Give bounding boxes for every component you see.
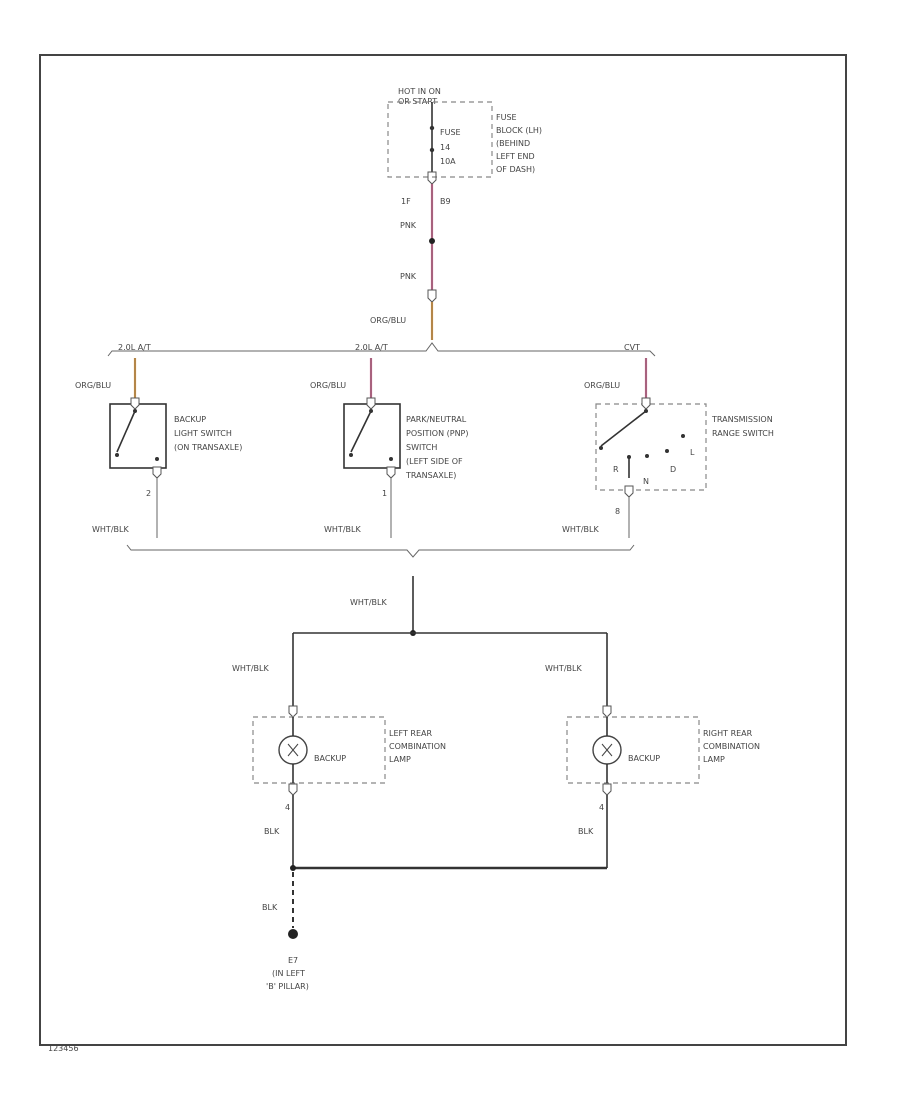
- mid-switch-label-1: PARK/NEUTRAL: [406, 415, 467, 424]
- mid-switch-connector-bottom: [386, 466, 396, 479]
- left-switch-label-1: BACKUP: [174, 415, 206, 424]
- right-switch-connector-bottom: [624, 485, 634, 498]
- right-switch-arm: [600, 410, 647, 447]
- right-switch-connector-top: [641, 397, 651, 410]
- left-rear-combination-lamp-box: [252, 716, 386, 784]
- right-switch-wire-out: WHT/BLK: [562, 525, 599, 534]
- left-lamp-pin: 4: [285, 803, 290, 812]
- ground-location-2: 'B' PILLAR): [266, 982, 309, 991]
- right-switch-label-2: RANGE SWITCH: [712, 429, 774, 438]
- left-lamp-label-1: LEFT REAR: [389, 729, 432, 738]
- ground-point: [288, 929, 298, 939]
- left-lamp-connector-bottom: [288, 783, 298, 796]
- right-lamp-pin: 4: [599, 803, 604, 812]
- left-switch-connector-top: [130, 397, 140, 410]
- left-switch-contact-low: [115, 453, 119, 457]
- transmission-range-switch-box: [595, 403, 707, 491]
- gear-n-label: N: [643, 477, 649, 486]
- wire-orgblu-main: ORG/BLU: [370, 316, 406, 325]
- gear-l-label: L: [690, 448, 695, 457]
- mid-switch-pin: 1: [382, 489, 387, 498]
- mid-switch-wire-in: ORG/BLU: [310, 381, 346, 390]
- merge-wire-label: WHT/BLK: [350, 598, 387, 607]
- branch-right-label: CVT: [624, 343, 640, 352]
- wire-pnk-2: PNK: [400, 272, 417, 281]
- fuse-label: FUSE: [440, 128, 461, 137]
- ground-location-1: (IN LEFT: [272, 969, 305, 978]
- right-lamp-label-2: COMBINATION: [703, 742, 760, 751]
- inline-connector: [427, 289, 437, 303]
- left-bulb-filament: [287, 743, 299, 757]
- left-switch-contact-out: [155, 457, 159, 461]
- right-switch-pin: 8: [615, 507, 620, 516]
- right-bulb-filament: [601, 743, 613, 757]
- fuse-block-line-4: LEFT END: [496, 152, 535, 161]
- left-switch-wire-in: ORG/BLU: [75, 381, 111, 390]
- right-switch-contact-r: [599, 446, 603, 450]
- mid-switch-contact-out: [389, 457, 393, 461]
- left-switch-label-3: (ON TRANSAXLE): [174, 443, 242, 452]
- right-lamp-wire-out: BLK: [578, 827, 594, 836]
- left-lamp-wire-in: WHT/BLK: [232, 664, 269, 673]
- left-lamp-wire-out: BLK: [264, 827, 280, 836]
- fuse-connector: [427, 171, 437, 185]
- branch-left-label: 2.0L A/T: [118, 343, 151, 352]
- left-lamp-label-2: COMBINATION: [389, 742, 446, 751]
- right-switch-contact-d: [645, 454, 649, 458]
- left-bulb-label: BACKUP: [314, 754, 346, 763]
- left-lamp-connector-top: [288, 705, 298, 718]
- hot-label: HOT IN ON: [398, 87, 441, 96]
- mid-switch-arm: [350, 410, 372, 453]
- ground-wire-label: BLK: [262, 903, 278, 912]
- right-lamp-label-3: LAMP: [703, 755, 725, 764]
- right-switch-contact-l: [681, 434, 685, 438]
- fuse-block-line-1: FUSE: [496, 113, 517, 122]
- right-rear-combination-lamp-box: [566, 716, 700, 784]
- splice-node: [429, 238, 435, 244]
- right-lamp-connector-top: [602, 705, 612, 718]
- diagram-frame: [39, 54, 847, 1046]
- fuse-block-line-5: OF DASH): [496, 165, 535, 174]
- fuse-node-bottom: [429, 147, 435, 153]
- pin-left-label: 1F: [401, 197, 411, 206]
- right-lamp-label-1: RIGHT REAR: [703, 729, 753, 738]
- diagram-id: 123456: [48, 1044, 79, 1053]
- left-switch-label-2: LIGHT SWITCH: [174, 429, 232, 438]
- fuse-number: 14: [440, 143, 450, 152]
- fuse-rating: 10A: [440, 157, 456, 166]
- left-switch-pin: 2: [146, 489, 151, 498]
- mid-switch-wire-out: WHT/BLK: [324, 525, 361, 534]
- mid-switch-label-3: SWITCH: [406, 443, 437, 452]
- right-switch-wire-in: ORG/BLU: [584, 381, 620, 390]
- wire-pnk-1: PNK: [400, 221, 417, 230]
- fuse-node-top: [429, 125, 435, 131]
- gear-r-label: R: [613, 465, 619, 474]
- fuse-block-line-3: (BEHIND: [496, 139, 530, 148]
- right-bulb-label: BACKUP: [628, 754, 660, 763]
- fuse-block-line-2: BLOCK (LH): [496, 126, 542, 135]
- branch-mid-label: 2.0L A/T: [355, 343, 388, 352]
- right-switch-contact-d2: [665, 449, 669, 453]
- left-switch-connector-bottom: [152, 466, 162, 479]
- left-lamp-label-3: LAMP: [389, 755, 411, 764]
- left-switch-arm: [116, 410, 136, 453]
- right-lamp-wire-in: WHT/BLK: [545, 664, 582, 673]
- top-bus-brace: [107, 342, 656, 357]
- right-switch-label-1: TRANSMISSION: [711, 415, 773, 424]
- mid-switch-connector-top: [366, 397, 376, 410]
- mid-switch-contact-low: [349, 453, 353, 457]
- pin-right-label: B9: [440, 197, 451, 206]
- mid-switch-label-4: (LEFT SIDE OF: [406, 457, 463, 466]
- ground-id: E7: [288, 956, 298, 965]
- bottom-merge-brace: [126, 544, 635, 558]
- left-switch-wire-out: WHT/BLK: [92, 525, 129, 534]
- gear-d-label: D: [670, 465, 676, 474]
- right-lamp-connector-bottom: [602, 783, 612, 796]
- ground-splice-node: [290, 865, 296, 871]
- mid-switch-label-2: POSITION (PNP): [406, 429, 469, 438]
- mid-switch-label-5: TRANSAXLE): [405, 471, 456, 480]
